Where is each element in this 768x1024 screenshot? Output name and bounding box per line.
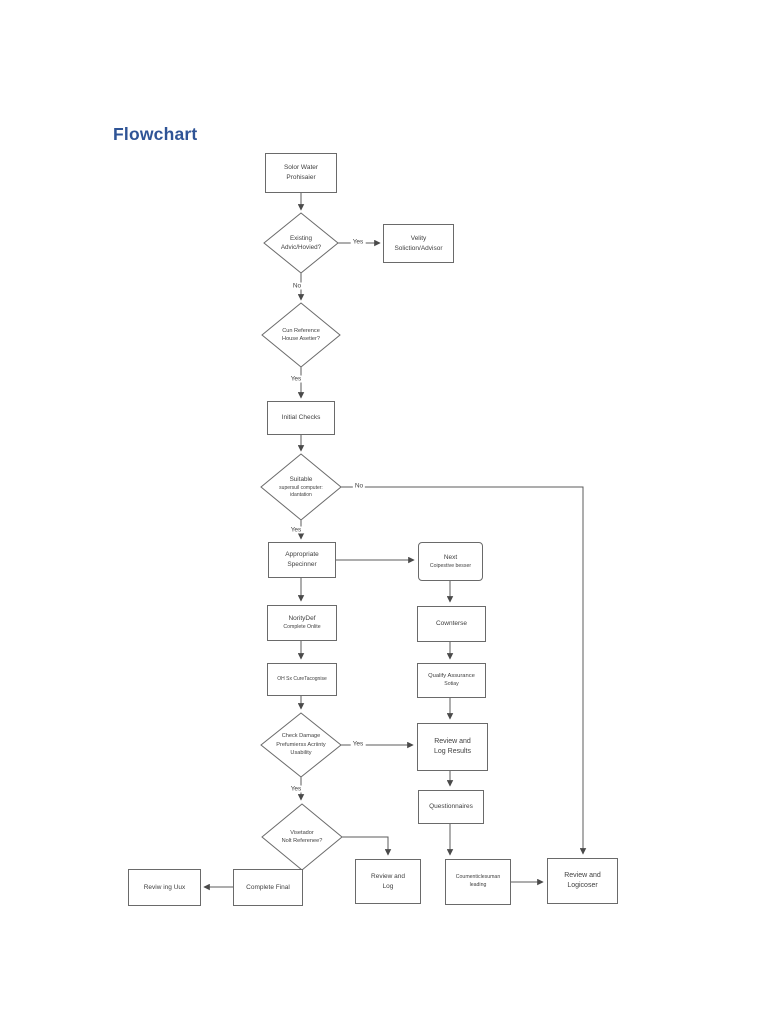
edge-label-existing-no: No — [290, 282, 304, 290]
node-ohsx-label: OH Sx CureTacognise — [277, 675, 327, 682]
edge-visetador-reviewlog — [342, 836, 392, 856]
node-review-logicoser-label: Review and Logicoser — [564, 871, 601, 890]
node-solor-water-label: Solor Water Prohisaier — [283, 164, 319, 181]
node-qualify-assurance-sublabel: Sotiay — [444, 681, 459, 688]
edge-label-suitable-yes: Yes — [288, 526, 304, 534]
node-appropriate-specinner: Appropriate Specinner — [268, 542, 336, 578]
diamond-existing-shape — [263, 212, 339, 274]
node-coumenticlesuman-label: Coumenticlesuman leading — [455, 874, 501, 888]
diamond-cun-reference-shape — [261, 302, 341, 368]
node-noritydef-label: NorityDef — [288, 615, 316, 623]
diamond-suitable-shape — [260, 453, 342, 521]
node-cownterse: Cownterse — [417, 606, 486, 642]
node-initial-checks-label: Initial Checks — [281, 414, 321, 422]
node-review-log: Review and Log — [355, 859, 421, 904]
node-reviw-ing-uux: Reviw ing Uux — [128, 869, 201, 906]
node-noritydef: NorityDef Complete Onlite — [267, 605, 337, 641]
diamond-check-damage-shape — [260, 712, 342, 778]
node-review-logicoser: Review and Logicoser — [547, 858, 618, 904]
edge-label-existing-yes: Yes — [350, 238, 366, 246]
node-coumenticlesuman: Coumenticlesuman leading — [445, 859, 511, 905]
node-review-log-results: Review and Log Results — [417, 723, 488, 771]
node-ohsx: OH Sx CureTacognise — [267, 663, 337, 696]
node-next-sublabel: Coipestive besser — [429, 562, 472, 569]
edge-label-check-damage-yes: Yes — [350, 740, 366, 748]
node-review-log-label: Review and Log — [371, 872, 405, 890]
edge-label-check-damage-down-yes: Yes — [288, 785, 304, 793]
diamond-suitable-label: Suitable supersuil computer: idantation — [279, 476, 323, 498]
node-complete-final-label: Complete Final — [246, 883, 290, 891]
node-questionnaires-label: Questionnaires — [429, 803, 473, 811]
node-qualify-assurance-label: Qualify Assurance — [428, 673, 475, 680]
node-solor-water: Solor Water Prohisaier — [265, 153, 337, 193]
page-title: Flowchart — [113, 124, 198, 144]
node-reviw-ing-uux-label: Reviw ing Uux — [143, 883, 186, 891]
node-next-label: Next — [443, 553, 458, 561]
diamond-existing-label: Existing Advic/Hovied? — [280, 234, 322, 251]
diamond-visetador-label: Visetador Nolt Referenee? — [281, 829, 323, 844]
node-velity-label: Velity Soliction/Advisor — [394, 234, 443, 252]
diamond-cun-reference-label: Cun Reference House Asetier? — [282, 327, 320, 342]
node-next-coipestive: Next Coipestive besser — [418, 542, 483, 581]
node-qualify-assurance: Qualify Assurance Sotiay — [417, 663, 486, 698]
node-initial-checks: Initial Checks — [267, 401, 335, 435]
node-questionnaires: Questionnaires — [418, 790, 484, 824]
node-review-log-results-label: Review and Log Results — [434, 737, 471, 756]
node-cownterse-label: Cownterse — [435, 620, 468, 628]
node-noritydef-sublabel: Complete Onlite — [283, 624, 321, 631]
edge-suitable-no-reviewlogicoser — [341, 486, 587, 855]
node-appropriate-specinner-label: Appropriate Specinner — [285, 551, 319, 568]
edge-label-suitable-no: No — [352, 482, 366, 490]
diamond-check-damage-label: Check Damage Prefumierss Acriinty Usabil… — [276, 733, 326, 757]
node-velity: Velity Soliction/Advisor — [383, 224, 454, 263]
edge-label-cun-reference-yes: Yes — [288, 375, 304, 383]
node-complete-final: Complete Final — [233, 869, 303, 906]
